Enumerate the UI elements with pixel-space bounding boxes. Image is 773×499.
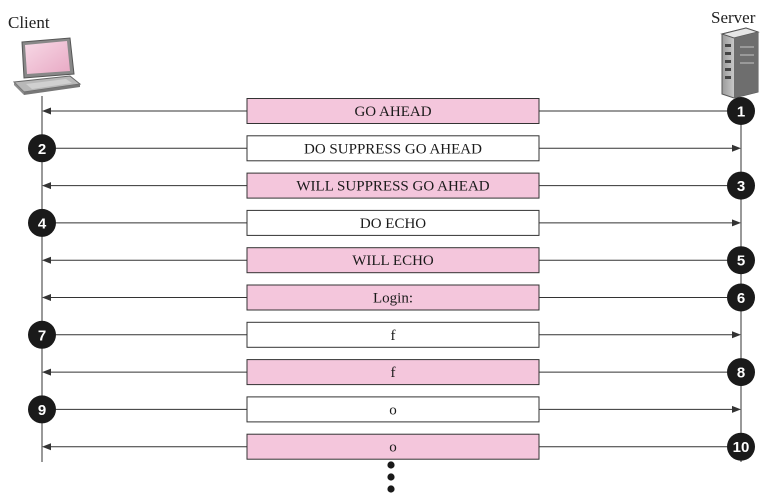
step-badge xyxy=(28,395,56,424)
step-number: 6 xyxy=(737,290,745,307)
message-box xyxy=(246,359,540,386)
server-label: Server xyxy=(711,8,756,27)
arrowhead xyxy=(732,144,741,152)
step-badge xyxy=(28,320,56,349)
arrowhead xyxy=(42,368,51,376)
message-box xyxy=(246,433,540,460)
message-box xyxy=(246,396,540,423)
server-tower-icon xyxy=(720,27,760,99)
message-label: GO AHEAD xyxy=(354,104,431,120)
vertical-ellipsis-icon xyxy=(387,461,395,493)
step-number: 3 xyxy=(737,178,745,195)
client-label: Client xyxy=(8,13,50,32)
arrowhead xyxy=(732,331,741,339)
step-badge xyxy=(28,134,56,163)
step-number: 1 xyxy=(737,104,745,121)
message-box xyxy=(246,98,540,124)
message-label: f xyxy=(391,365,396,381)
message-box xyxy=(246,209,540,236)
arrowhead xyxy=(42,443,51,451)
step-number: 5 xyxy=(737,253,745,270)
step-number: 8 xyxy=(737,365,745,382)
message-row: f7 xyxy=(28,320,741,349)
step-badge xyxy=(727,246,755,275)
message-row: WILL ECHO 5 xyxy=(42,246,755,275)
step-badge xyxy=(727,432,755,461)
message-row: DO ECHO 4 xyxy=(28,208,741,237)
step-number: 7 xyxy=(38,327,46,344)
step-badge xyxy=(727,283,755,312)
message-label: WILL SUPPRESS GO AHEAD xyxy=(296,179,489,195)
message-row: GO AHEAD 1 xyxy=(42,97,755,125)
arrowhead xyxy=(42,256,51,264)
message-row: Login: 6 xyxy=(42,283,755,312)
message-box xyxy=(246,135,540,162)
arrowhead xyxy=(42,107,51,115)
step-number: 10 xyxy=(733,439,750,456)
message-label: Login: xyxy=(373,291,413,307)
arrowhead xyxy=(732,219,741,227)
step-badge xyxy=(727,171,755,200)
step-badge xyxy=(727,97,755,125)
message-box xyxy=(246,172,540,199)
message-label: DO SUPPRESS GO AHEAD xyxy=(304,141,482,157)
message-row: o 10 xyxy=(42,432,755,461)
step-number: 4 xyxy=(38,215,47,232)
message-box xyxy=(246,284,540,311)
step-number: 2 xyxy=(38,141,46,158)
message-box xyxy=(246,321,540,348)
message-row: DO SUPPRESS GO AHEAD 2 xyxy=(28,134,741,163)
message-box xyxy=(246,247,540,274)
arrowhead xyxy=(732,405,741,413)
arrowhead xyxy=(42,294,51,301)
step-badge xyxy=(28,208,56,237)
message-row: WILL SUPPRESS GO AHEAD 3 xyxy=(42,171,755,200)
message-label: DO ECHO xyxy=(360,216,426,232)
message-label: WILL ECHO xyxy=(352,253,434,269)
message-label: f xyxy=(391,328,396,344)
arrowhead xyxy=(42,182,51,190)
laptop-icon xyxy=(12,37,82,95)
step-number: 9 xyxy=(38,402,46,419)
message-label: o xyxy=(389,440,397,456)
message-row: o9 xyxy=(28,395,741,424)
step-badge xyxy=(727,358,755,387)
message-label: o xyxy=(389,402,397,418)
